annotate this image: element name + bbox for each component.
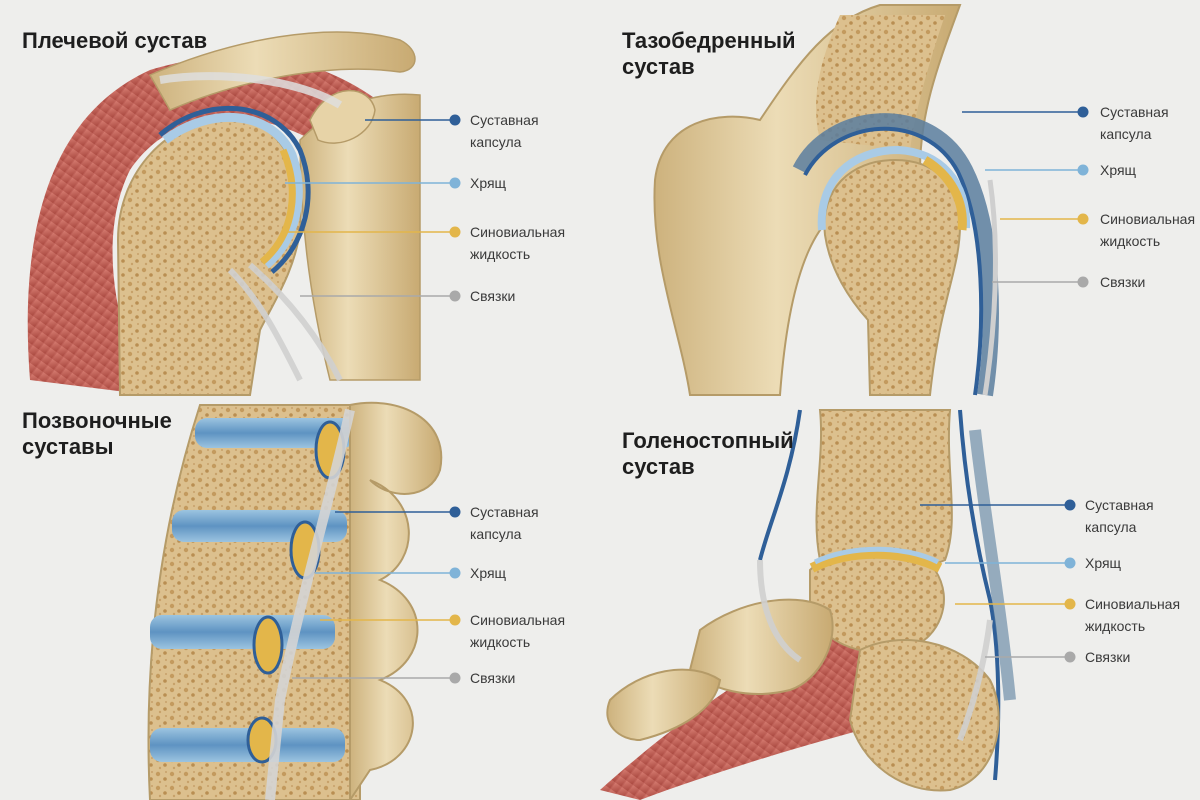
shoulder-synovial-dot — [449, 226, 461, 238]
disc-1 — [195, 418, 355, 448]
spine-capsule-dot — [449, 506, 461, 518]
ankle-cartilage-label: Хрящ — [1085, 555, 1122, 571]
hip-illustration — [653, 4, 999, 397]
panel-title-ankle: Голеностопный сустав — [622, 428, 794, 479]
ankle-ligament-dot — [1064, 651, 1076, 663]
spine-synovial-dot — [449, 614, 461, 626]
ankle-synovial-dot — [1064, 598, 1076, 610]
shoulder-ligament-label: Связки — [470, 288, 515, 304]
vertebral-column — [147, 404, 361, 800]
hip-capsule — [803, 126, 984, 396]
spine-cartilage-label: Хрящ — [470, 565, 507, 581]
ilium-spongy — [816, 15, 945, 150]
spine-ligament-dot — [449, 672, 461, 684]
shoulder-ligament-dot — [449, 290, 461, 302]
shoulder-illustration — [27, 31, 421, 396]
spinous-processes — [349, 401, 443, 800]
ankle-capsule-outer — [969, 429, 1016, 701]
femur — [823, 158, 962, 396]
ankle-cartilage — [813, 546, 940, 565]
ankle-ligament-label: Связки — [1085, 649, 1130, 665]
shoulder-cartilage-dot — [449, 177, 461, 189]
hip-ligaments — [982, 179, 998, 396]
hip-ligament-label: Связки — [1100, 274, 1145, 290]
acromion — [309, 89, 376, 144]
hip-cartilage-dot — [1077, 164, 1089, 176]
spine-ligament-label: Связки — [470, 670, 515, 686]
spine-ligaments — [265, 408, 355, 800]
shoulder-cartilage-label: Хрящ — [470, 175, 507, 191]
hip-cartilage — [817, 145, 971, 231]
rotator-ligament — [159, 72, 343, 109]
disc-3 — [150, 615, 335, 649]
shoulder-capsule-dot — [449, 114, 461, 126]
hip-capsule-dot — [1077, 106, 1089, 118]
calf-muscle — [600, 620, 900, 800]
ankle-cartilage-dot — [1064, 557, 1076, 569]
hip-synovial — [922, 156, 967, 231]
hip-synovial-dot — [1077, 213, 1089, 225]
shoulder-cartilage — [162, 113, 303, 269]
shoulder-synovial — [259, 148, 296, 265]
spine-illustration — [147, 401, 443, 800]
ankle-capsule-dot — [1064, 499, 1076, 511]
hip-cartilage-label: Хрящ — [1100, 162, 1137, 178]
ankle-synovial — [809, 548, 943, 573]
panel-title-hip: Тазобедренный сустав — [622, 28, 796, 79]
shoulder-capsule — [158, 105, 311, 274]
calcaneus — [848, 639, 1000, 792]
spine-cartilage-dot — [449, 567, 461, 579]
metatarsals — [606, 668, 722, 742]
ankle-illustration — [600, 409, 1016, 800]
facet-3 — [252, 615, 284, 675]
ankle-ligaments — [757, 559, 993, 742]
shoulder-ligaments — [227, 262, 343, 382]
panel-title-shoulder: Плечевой сустав — [22, 28, 208, 53]
panel-title-spine: Позвоночные суставы — [22, 408, 172, 459]
hip-ligament-dot — [1077, 276, 1089, 288]
